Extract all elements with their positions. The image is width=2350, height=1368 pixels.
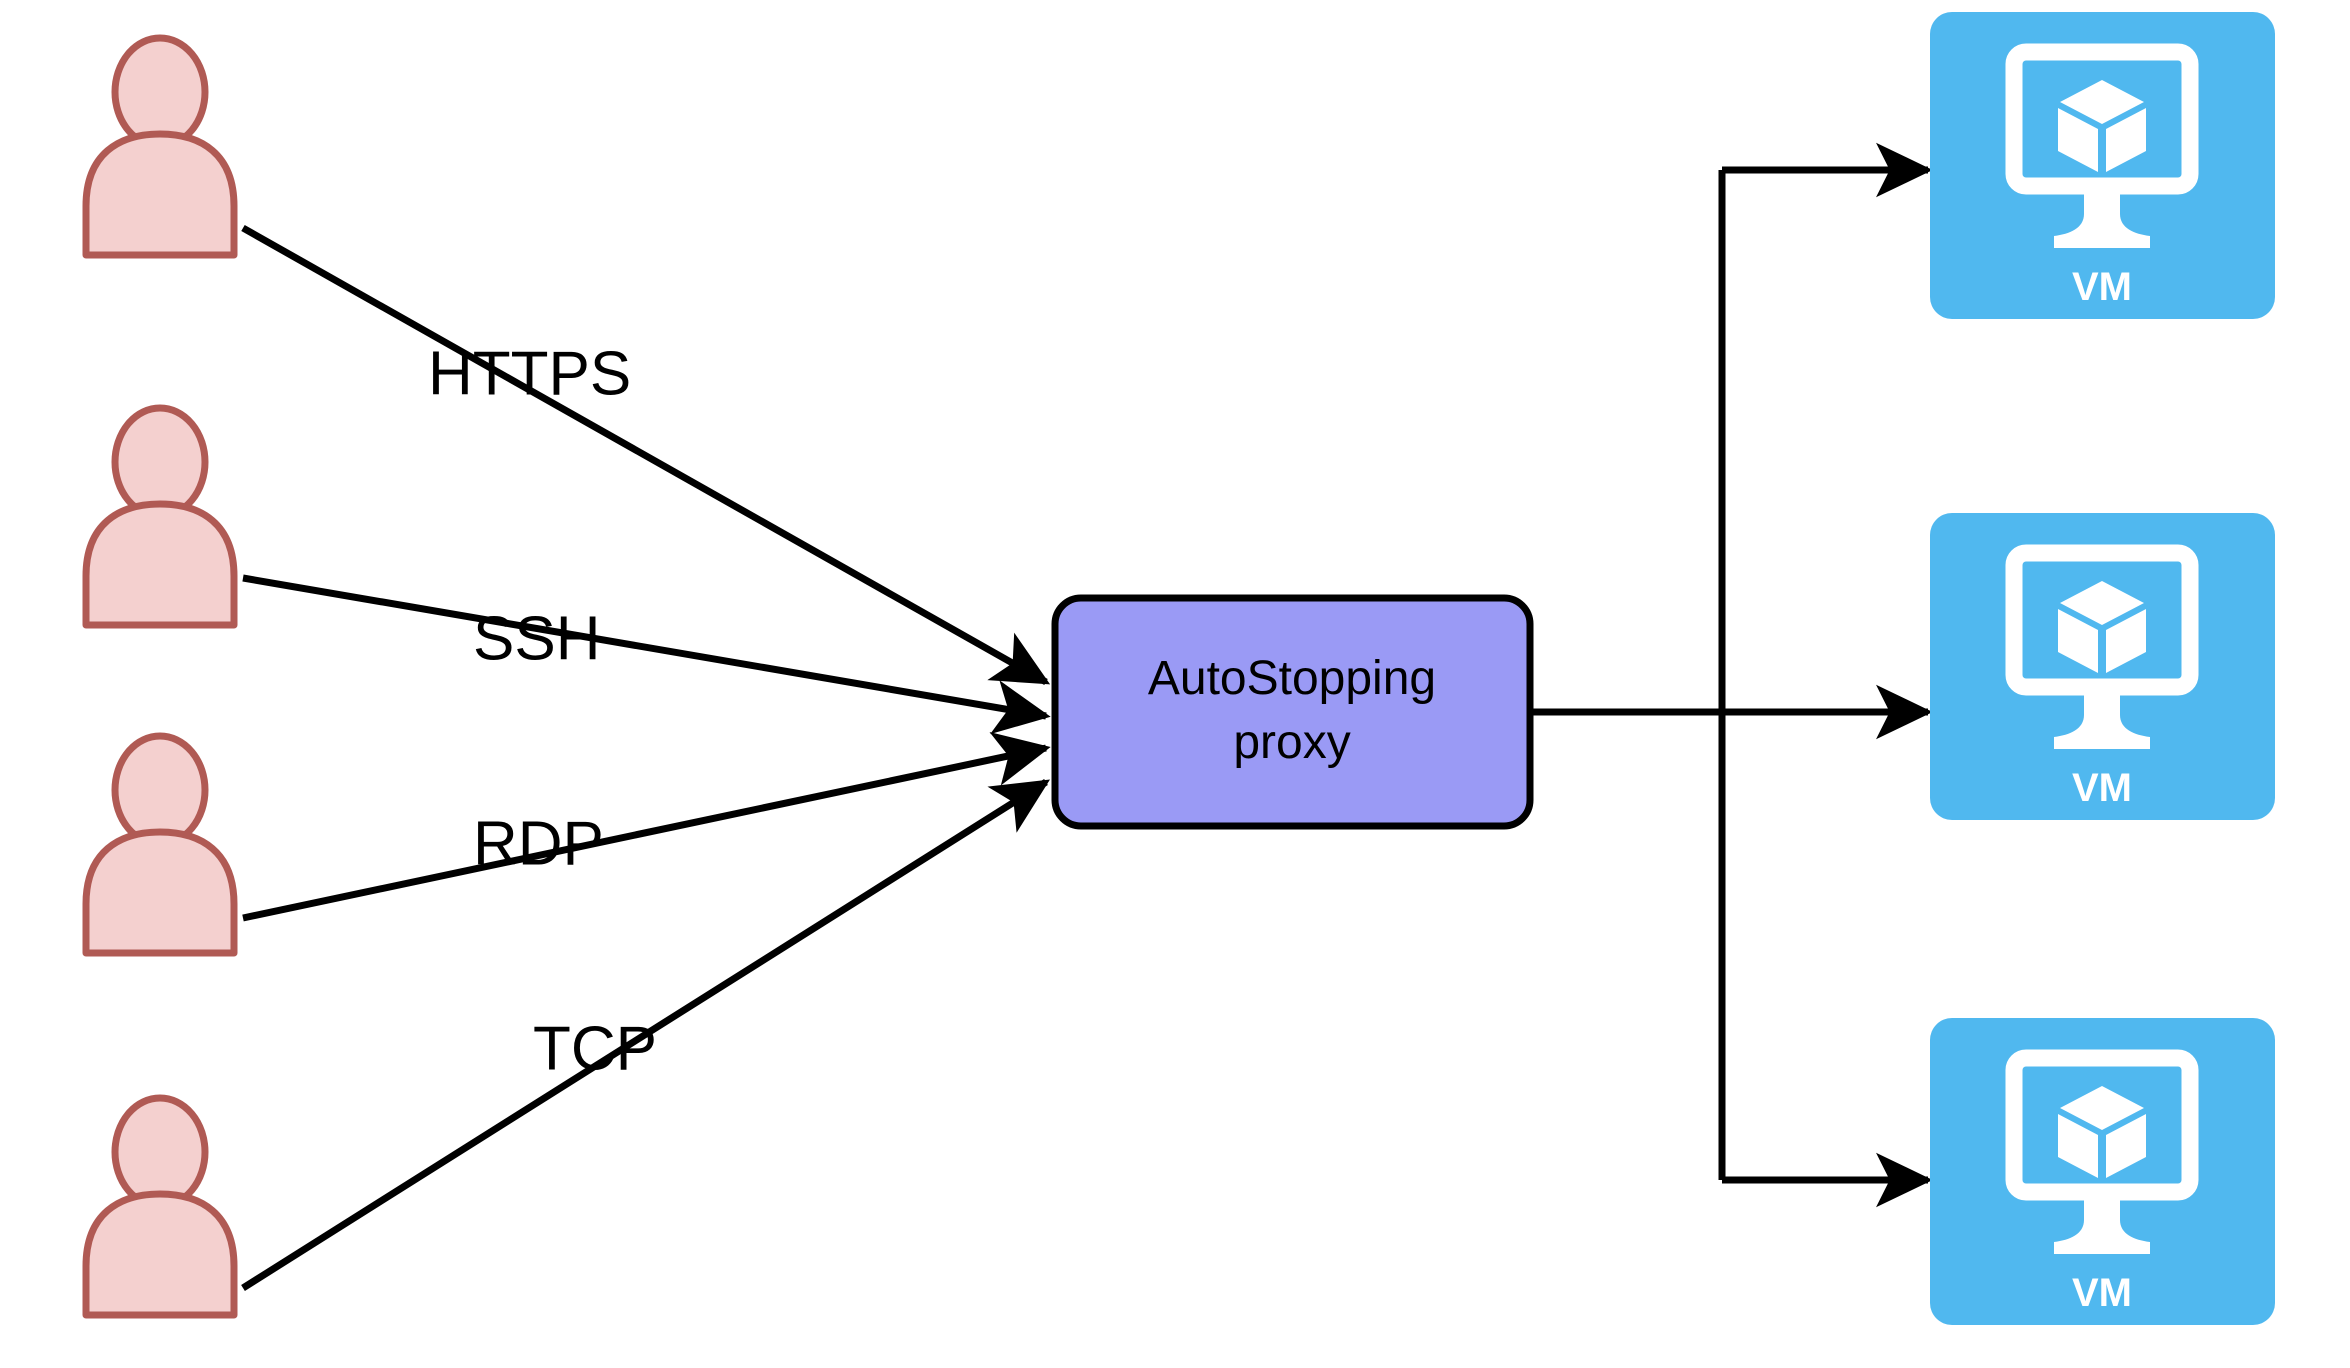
edge-rdp <box>242 732 1051 922</box>
edge-label-rdp: RDP <box>473 809 604 878</box>
vm-label: VM <box>2072 265 2132 309</box>
person-icon <box>86 1098 234 1315</box>
person-icon <box>86 38 234 255</box>
edge-https <box>241 224 1051 686</box>
actor-3[interactable] <box>86 736 234 953</box>
actors-group <box>86 38 234 1315</box>
edge-tcp <box>241 779 1050 1291</box>
autostopping-proxy-node[interactable]: AutoStopping proxy <box>1051 594 1534 830</box>
proxy-box <box>1051 594 1534 830</box>
proxy-to-vm-edges <box>1530 142 1933 1208</box>
vm-node-3[interactable]: VM <box>1930 1018 2275 1325</box>
vm-nodes-group: VM VM VM <box>1930 12 2275 1325</box>
person-icon <box>86 736 234 953</box>
person-icon <box>86 408 234 625</box>
edge-label-https: HTTPS <box>428 339 631 408</box>
actor-2[interactable] <box>86 408 234 625</box>
edge-ssh <box>242 574 1051 735</box>
vm-node-2[interactable]: VM <box>1930 513 2275 820</box>
vm-label: VM <box>2072 1271 2132 1315</box>
edge-label-tcp: TCP <box>533 1014 657 1083</box>
vm-node-1[interactable]: VM <box>1930 12 2275 319</box>
proxy-label-line2: proxy <box>1233 716 1350 769</box>
actor-4[interactable] <box>86 1098 234 1315</box>
actor-to-proxy-edges <box>241 224 1051 1291</box>
vm-label: VM <box>2072 766 2132 810</box>
proxy-label-line1: AutoStopping <box>1148 652 1436 705</box>
actor-1[interactable] <box>86 38 234 255</box>
edge-label-ssh: SSH <box>473 604 600 673</box>
edge-labels: HTTPS SSH RDP TCP <box>428 339 657 1083</box>
